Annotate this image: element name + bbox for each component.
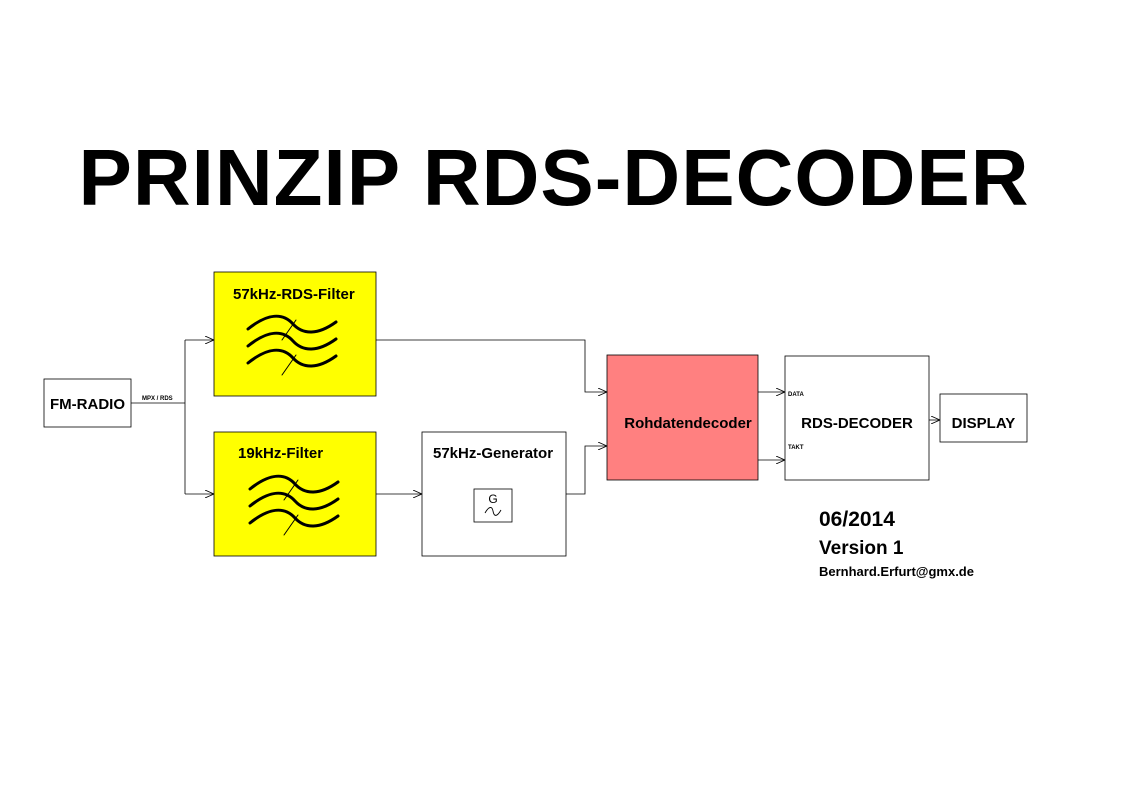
rds-filter-label: 57kHz-RDS-Filter bbox=[233, 286, 355, 303]
fm-radio-block: FM-RADIO bbox=[43, 378, 132, 428]
generator-label: 57kHz-Generator bbox=[433, 445, 553, 462]
bandpass-filter-icon bbox=[248, 474, 340, 536]
generator-block: 57kHz-Generator G bbox=[421, 431, 567, 557]
raw-decoder-label: Rohdatendecoder bbox=[624, 415, 752, 432]
bandpass-filter-icon bbox=[246, 314, 338, 376]
display-label: DISPLAY bbox=[952, 415, 1016, 432]
display-block: DISPLAY bbox=[939, 393, 1028, 443]
rds-decoder-block: RDS-DECODER DATA TAKT bbox=[784, 355, 930, 481]
rds-decoder-label: RDS-DECODER bbox=[801, 415, 913, 432]
generator-symbol: G bbox=[488, 492, 497, 506]
mpx-signal-label: MPX / RDS bbox=[142, 396, 173, 402]
sine-wave-icon bbox=[484, 507, 502, 516]
clock-signal-label: TAKT bbox=[788, 445, 804, 451]
raw-decoder-block: Rohdatendecoder bbox=[606, 354, 759, 481]
generator-icon: G bbox=[473, 488, 513, 523]
pilot-filter-block: 19kHz-Filter bbox=[213, 431, 377, 557]
generator-to-decoder-arrow bbox=[566, 446, 607, 495]
page-title: PRINZIP RDS-DECODER bbox=[78, 133, 1030, 222]
connections bbox=[131, 340, 940, 494]
rds-filter-block: 57kHz-RDS-Filter bbox=[213, 271, 377, 397]
author-email: Bernhard.Erfurt@gmx.de bbox=[819, 564, 974, 579]
fm-radio-label: FM-RADIO bbox=[50, 396, 125, 413]
rds-filter-to-decoder-arrow bbox=[376, 339, 607, 392]
data-signal-label: DATA bbox=[788, 392, 804, 398]
date-label: 06/2014 bbox=[819, 508, 895, 531]
pilot-filter-label: 19kHz-Filter bbox=[238, 445, 323, 462]
version-label: Version 1 bbox=[819, 538, 904, 559]
